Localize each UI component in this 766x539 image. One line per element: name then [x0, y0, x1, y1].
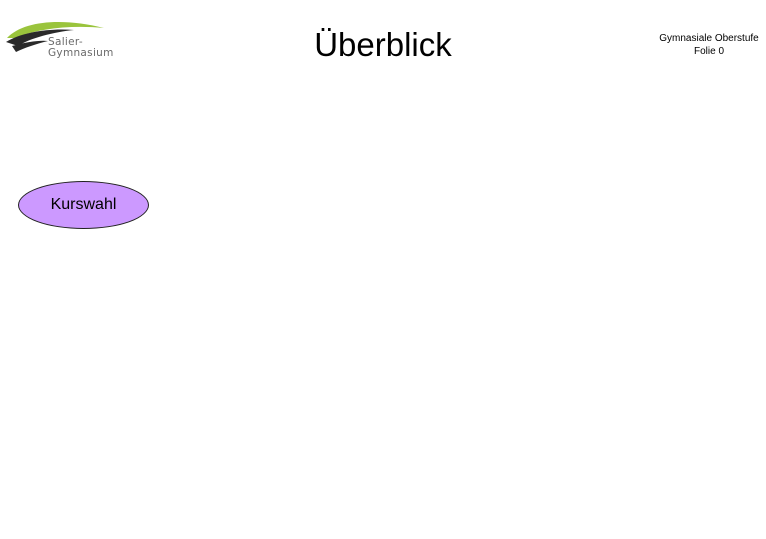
slide-header-info: Gymnasiale Oberstufe Folie 0: [638, 33, 766, 58]
kurswahl-node[interactable]: Kurswahl: [18, 181, 149, 229]
school-logo-swoosh-icon: [6, 22, 104, 52]
logo-line-2: Gymnasium: [48, 47, 114, 59]
section-label: Gymnasiale Oberstufe: [659, 33, 759, 44]
logo-line-1: Salier-: [48, 36, 83, 48]
kurswahl-node-label: Kurswahl: [50, 196, 117, 213]
slide-title: Überblick: [314, 26, 452, 63]
slide-number: Folie 0: [693, 45, 724, 57]
school-logo: Salier- Gymnasium: [4, 16, 114, 62]
